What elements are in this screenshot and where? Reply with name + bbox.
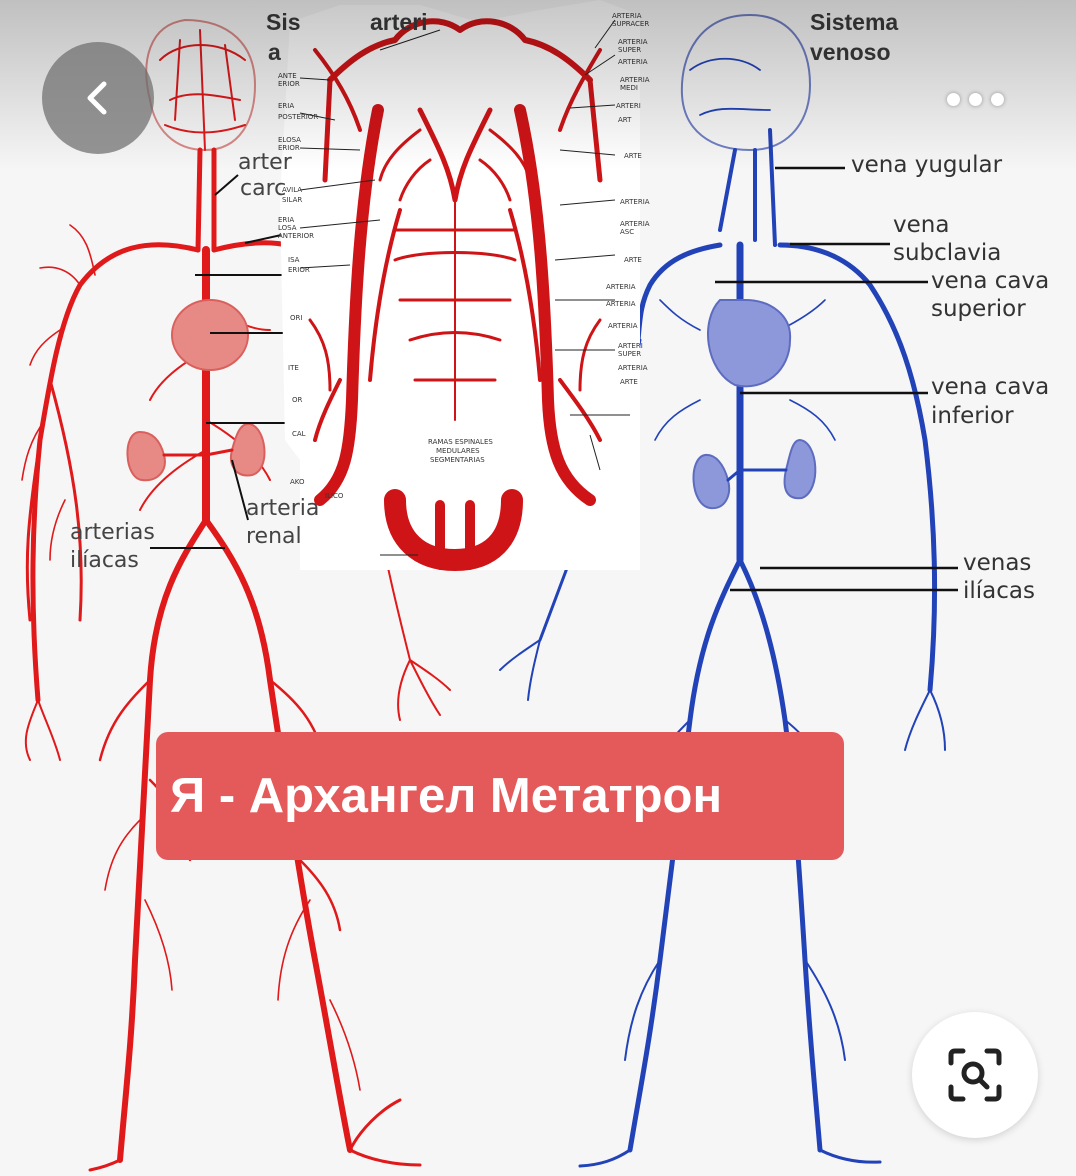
more-horizontal-icon	[946, 92, 1004, 106]
iliac-arteries-label-line2: ilíacas	[70, 548, 139, 573]
inset-label: ARTERIA	[608, 322, 638, 330]
iliac-arteries-label-line1: arterias	[70, 520, 155, 545]
more-options-button[interactable]	[930, 74, 1020, 124]
inset-label: AKO	[290, 478, 305, 486]
inset-label: MEDULARES	[436, 447, 480, 455]
inset-label: SUPER	[618, 46, 642, 54]
carotid-label-line2: carc	[240, 176, 287, 201]
inset-label: ARTERI	[618, 342, 643, 350]
renal-artery-label-line2: renal	[246, 524, 302, 549]
caption-banner: Я - Архангел Метатрон	[156, 732, 844, 860]
inset-label: ARTERIA	[612, 12, 642, 20]
inset-label: ARTERIA	[618, 364, 648, 372]
inset-label: SEGMENTARIAS	[430, 456, 485, 464]
inset-label: SUPRACER	[612, 20, 650, 28]
venous-title-line2: venoso	[810, 39, 891, 65]
inset-label: ARTE	[620, 378, 638, 386]
iliac-veins-label-line2: ilíacas	[963, 578, 1035, 604]
inset-label: CAL	[292, 430, 306, 438]
inset-label: ANTE	[278, 72, 297, 80]
subclavian-vein-label-line1: vena	[893, 212, 950, 238]
back-button[interactable]	[42, 42, 154, 154]
jugular-vein-label: vena yugular	[851, 152, 1003, 178]
inset-label: ORI	[290, 314, 303, 322]
arterial-title-line2: a	[268, 39, 281, 65]
inset-label: ARTE	[624, 152, 642, 160]
inset-label: ARTERIA	[618, 58, 648, 66]
inset-label: ERIOR	[288, 266, 310, 274]
inset-label: POSTERIOR	[278, 113, 319, 121]
inset-label: ARTERIA	[618, 38, 648, 46]
inset-label: SILAR	[282, 196, 303, 204]
iliac-veins-label-line1: venas	[963, 550, 1032, 576]
subclavian-vein-label-line2: subclavia	[893, 240, 1002, 266]
chevron-left-icon	[87, 81, 107, 115]
inset-label: LOSA	[278, 224, 297, 232]
inset-label: ELOSA	[278, 136, 301, 144]
inset-label: ITE	[288, 364, 299, 372]
inset-label: ERIOR	[278, 80, 300, 88]
inset-label: ANTERIOR	[278, 232, 315, 240]
visual-search-button[interactable]	[912, 1012, 1038, 1138]
inset-label: ERIA	[278, 216, 295, 224]
inset-label: AVILA	[282, 186, 303, 194]
inset-label: RAMAS ESPINALES	[428, 438, 493, 446]
inset-label: OR	[292, 396, 303, 404]
inset-label: ART	[618, 116, 632, 124]
superior-vena-cava-label-line2: superior	[931, 296, 1026, 322]
arterial-title-fragment: arteri	[370, 9, 428, 35]
superior-vena-cava-label-line1: vena cava	[931, 268, 1050, 294]
inset-label: SUPER	[618, 350, 642, 358]
inset-label: ARTERIA	[606, 283, 636, 291]
spinal-arteries-inset	[280, 0, 640, 571]
inset-label: ARTE	[624, 256, 642, 264]
inset-label: ASC	[620, 228, 635, 236]
inset-label: ARTERI	[616, 102, 641, 110]
inset-label: ISA	[288, 256, 300, 264]
inferior-vena-cava-label-line2: inferior	[931, 403, 1014, 429]
renal-artery-label-line1: arteria	[246, 496, 320, 521]
inset-label: ARTERIA	[620, 76, 650, 84]
inset-label: ARTERIA	[606, 300, 636, 308]
inset-label: ILICO	[325, 492, 344, 500]
caption-text: Я - Архангел Метатрон	[170, 769, 723, 823]
venous-system-figure	[499, 14, 946, 1168]
inset-label: ERIA	[278, 102, 295, 110]
visual-search-icon	[948, 1048, 1002, 1102]
venous-title-line1: Sistema	[810, 9, 899, 35]
arterial-system-figure	[21, 19, 451, 1172]
inset-label: ARTERIA	[620, 220, 650, 228]
inset-label: ERIOR	[278, 144, 300, 152]
carotid-label-line1: arter	[238, 150, 292, 175]
arterial-title-line1: Sis	[266, 9, 301, 35]
inset-label: ARTERIA	[620, 198, 650, 206]
inset-label: MEDI	[620, 84, 638, 92]
inferior-vena-cava-label-line1: vena cava	[931, 374, 1050, 400]
